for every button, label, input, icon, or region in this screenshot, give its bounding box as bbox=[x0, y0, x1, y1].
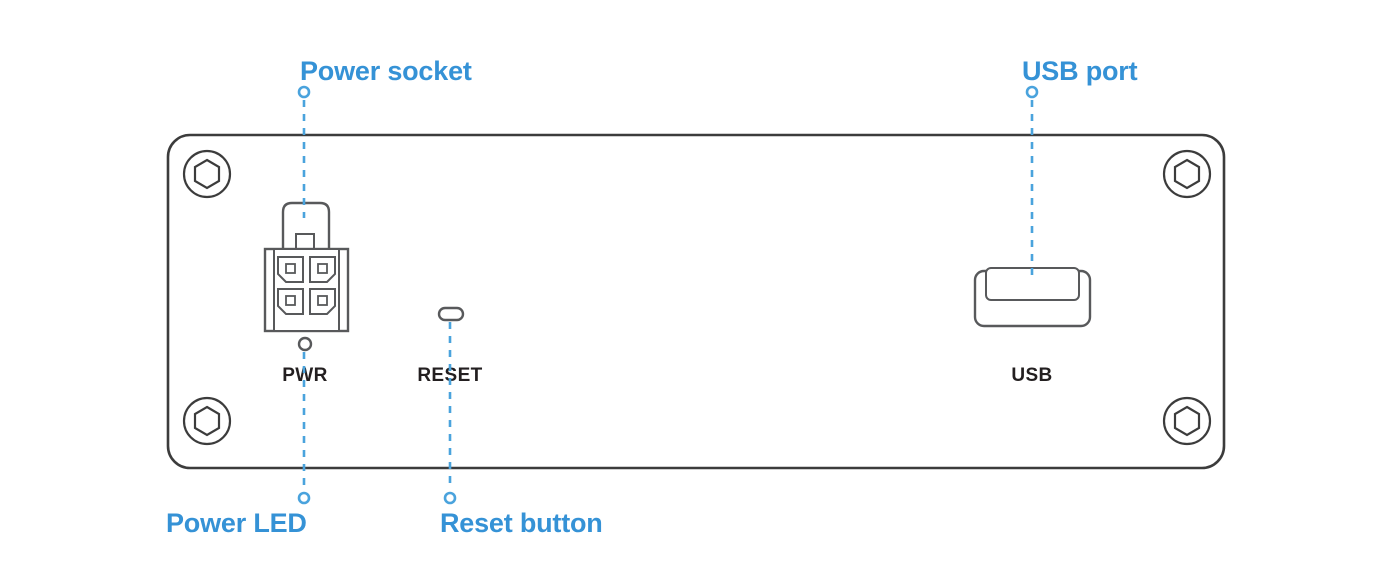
callout-reset-button: Reset button bbox=[440, 322, 603, 538]
connector-latch-notch bbox=[295, 233, 315, 251]
led-icon bbox=[297, 336, 313, 352]
callout-label-reset-button: Reset button bbox=[440, 508, 603, 538]
callout-usb-port: USB port bbox=[1022, 56, 1138, 276]
leader-dot-power-led bbox=[297, 491, 311, 505]
reset-button-icon bbox=[437, 306, 465, 322]
screw-bottom-right bbox=[1162, 396, 1212, 446]
callout-power-socket: Power socket bbox=[297, 56, 472, 218]
pin-contact-4 bbox=[317, 295, 328, 306]
reset-switch[interactable] bbox=[437, 306, 465, 322]
hex-socket-icon bbox=[193, 405, 221, 437]
leader-dot-reset-button bbox=[443, 491, 457, 505]
silkscreen-label-usb: USB bbox=[1011, 365, 1052, 386]
pin-contact-1 bbox=[285, 263, 296, 274]
hex-socket-icon bbox=[193, 158, 221, 190]
callout-label-usb-port: USB port bbox=[1022, 56, 1138, 86]
hex-socket-icon bbox=[1173, 158, 1201, 190]
screw-top-right bbox=[1162, 149, 1212, 199]
panel-outline bbox=[166, 133, 1226, 470]
screw-bottom-left bbox=[182, 396, 232, 446]
leader-dot-usb-port bbox=[1025, 85, 1039, 99]
callout-label-power-led: Power LED bbox=[166, 508, 307, 538]
pin-contact-2 bbox=[317, 263, 328, 274]
usb-connector[interactable] bbox=[973, 267, 1092, 328]
power-led-indicator bbox=[297, 336, 313, 352]
pin-contact-3 bbox=[285, 295, 296, 306]
silkscreen-label-reset: RESET bbox=[417, 365, 482, 386]
leader-dot-power-socket bbox=[297, 85, 311, 99]
panel-enclosure bbox=[166, 133, 1226, 470]
silkscreen-label-pwr: PWR bbox=[282, 365, 328, 386]
connector-latch bbox=[281, 201, 331, 252]
callout-label-power-socket: Power socket bbox=[300, 56, 472, 86]
screw-top-left bbox=[182, 149, 232, 199]
hex-socket-icon bbox=[1173, 405, 1201, 437]
power-connector[interactable] bbox=[263, 201, 350, 333]
callout-power-led: Power LED bbox=[166, 352, 311, 538]
